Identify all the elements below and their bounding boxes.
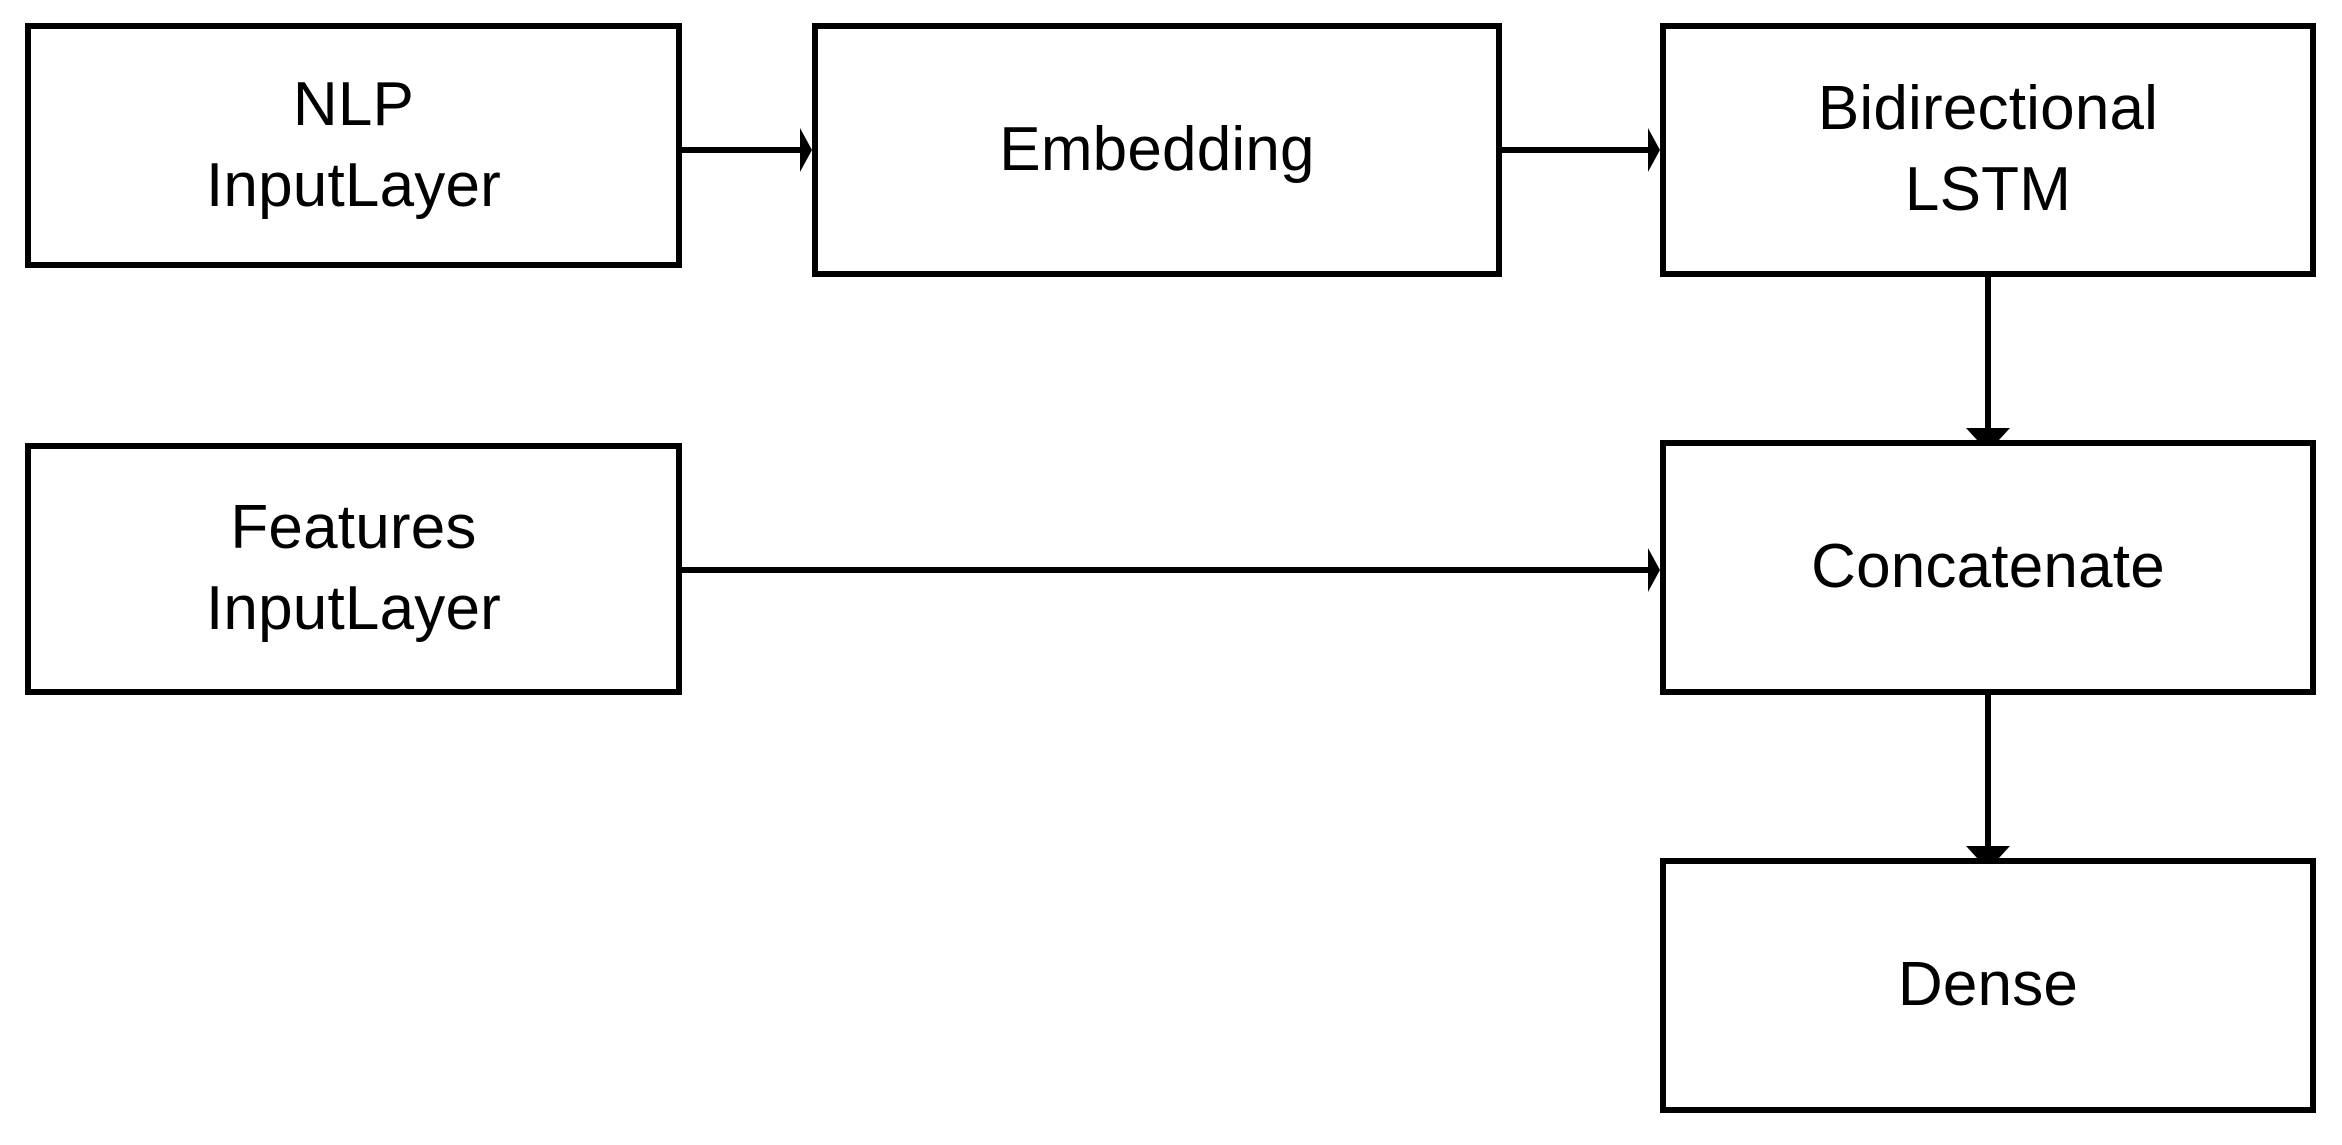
node-features-input-label-line2: InputLayer xyxy=(206,574,501,643)
edge-features-to-concatenate xyxy=(682,548,1660,592)
node-dense-label-line1: Dense xyxy=(1897,950,2079,1020)
edge-concatenate-to-dense xyxy=(1966,695,2010,870)
node-nlp-input[interactable]: NLP InputLayer xyxy=(25,23,682,268)
node-dense[interactable]: Dense xyxy=(1660,858,2316,1113)
node-concatenate[interactable]: Concatenate xyxy=(1660,440,2316,695)
edge-nlp-to-embedding xyxy=(682,128,812,172)
node-embedding[interactable]: Embedding xyxy=(812,23,1502,277)
node-bidirectional-lstm-label-line2: LSTM xyxy=(1904,155,2072,224)
node-bidirectional-lstm[interactable]: Bidirectional LSTM xyxy=(1660,23,2316,277)
node-concatenate-label-line1: Concatenate xyxy=(1811,532,2165,602)
node-nlp-input-label-line1: NLP xyxy=(292,69,415,139)
edge-lstm-to-concatenate xyxy=(1966,277,2010,452)
edge-embedding-to-lstm xyxy=(1502,128,1660,172)
node-features-input-label-line1: Features xyxy=(230,493,477,563)
node-features-input[interactable]: Features InputLayer xyxy=(25,443,682,695)
node-embedding-label-line1: Embedding xyxy=(999,114,1315,184)
node-nlp-input-label-line2: InputLayer xyxy=(206,150,501,220)
node-bidirectional-lstm-label-line1: Bidirectional xyxy=(1817,74,2159,144)
